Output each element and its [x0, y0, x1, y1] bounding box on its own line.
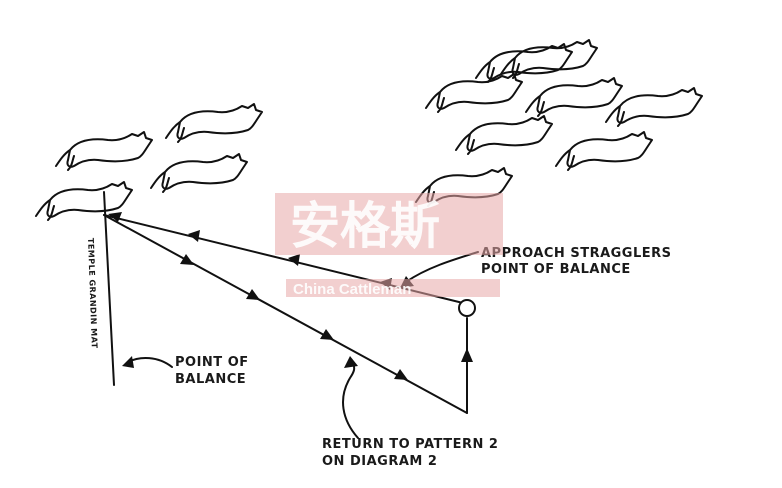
watermark-english: China Cattleman: [293, 281, 411, 298]
handler-fence-line: [103, 191, 115, 386]
pointer-balance: [127, 357, 173, 368]
cattle-herd-right: [415, 39, 703, 207]
arrow-return-up: [461, 348, 473, 362]
handler-label: TEMPLE GRANDIN MAT: [86, 238, 99, 349]
watermark-chinese: 安格斯: [290, 197, 440, 255]
cow-icon: [165, 103, 263, 143]
cow-icon: [35, 181, 133, 221]
cow-icon: [605, 87, 703, 127]
lower-path-line: [103, 214, 468, 414]
pointer-approach: [405, 251, 479, 283]
arrow-upper-4: [108, 212, 122, 222]
cow-icon: [475, 43, 573, 83]
arrow-lower-2: [246, 289, 260, 300]
balance-label-line2: BALANCE: [175, 372, 246, 387]
cow-icon: [525, 77, 623, 117]
arrow-upper-2: [288, 254, 300, 266]
pointer-balance-head: [122, 356, 134, 368]
cow-icon: [455, 115, 553, 155]
cow-icon: [425, 73, 523, 113]
handler-position-circle: [458, 299, 476, 317]
return-label-line2: ON DIAGRAM 2: [322, 454, 437, 469]
approach-label-line1: APPROACH STRAGGLERS: [481, 246, 672, 261]
arrow-lower-3: [320, 329, 334, 340]
watermark-strip: [286, 279, 500, 297]
cow-icon: [150, 153, 248, 193]
cow-icon: [500, 39, 598, 79]
pointer-return-head: [344, 356, 358, 368]
cow-icon: [555, 131, 653, 171]
return-label-line1: RETURN TO PATTERN 2: [322, 437, 498, 452]
pointer-return: [342, 361, 359, 439]
arrow-lower-1: [180, 254, 194, 265]
cow-icon: [55, 131, 153, 171]
watermark-logo: 安格斯 China Cattleman: [275, 193, 503, 298]
arrow-upper-3: [188, 230, 200, 242]
watermark-box: [275, 193, 503, 255]
cattle-herd-left: [35, 103, 263, 221]
arrow-lower-4: [394, 369, 408, 380]
balance-label-line1: POINT OF: [175, 355, 249, 370]
approach-label-line2: POINT OF BALANCE: [481, 262, 631, 277]
